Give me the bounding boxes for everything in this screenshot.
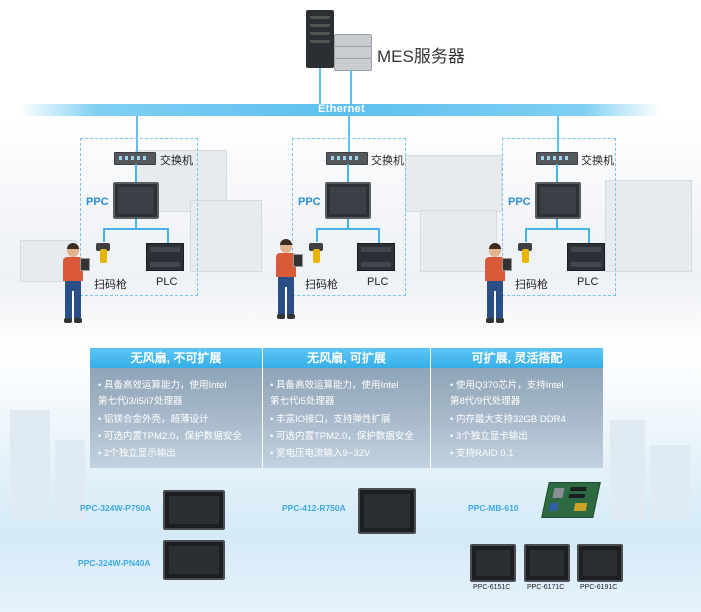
ethernet-label: Ethernet (318, 103, 366, 115)
connection-line (525, 228, 527, 242)
barcode-scanner-icon (518, 243, 532, 263)
station-box (502, 138, 616, 296)
city-building (610, 420, 645, 520)
plc-label: PLC (577, 276, 599, 288)
feature-item: • 铝镁合金外壳，超薄设计 (98, 414, 209, 425)
scanner-label: 扫码枪 (515, 279, 548, 291)
city-building (650, 445, 690, 520)
feature-item: 第七代i5处理器 (270, 396, 335, 407)
motherboard-image (541, 482, 601, 518)
product-label: PPC-324W-PN40A (78, 558, 151, 568)
connection-line (556, 219, 558, 229)
connection-line (103, 228, 105, 242)
product-panel-image (163, 540, 225, 580)
switch-label: 交换机 (581, 155, 614, 167)
feature-item: • 可选内置TPM2.0，保护数据安全 (98, 431, 242, 442)
factory-machine (605, 180, 692, 272)
barcode-scanner-icon (96, 243, 110, 263)
feature-item: • 3个独立显卡输出 (450, 431, 528, 442)
ppc-panel-icon (535, 182, 581, 219)
connection-line (556, 164, 558, 182)
product-label: PPC-412-R750A (282, 503, 346, 513)
feature-item: • 内存最大支持32GB DDR4 (450, 414, 566, 425)
scanner-label: 扫码枪 (305, 279, 338, 291)
connection-line (316, 228, 380, 230)
feature-title: 可扩展, 灵活搭配 (431, 348, 603, 368)
product-panel-image (358, 488, 416, 534)
feature-panel: 可扩展, 灵活搭配 (431, 348, 603, 468)
scanner-label: 扫码枪 (94, 279, 127, 291)
ppc-panel-icon (113, 182, 159, 219)
ethernet-drop (136, 116, 138, 152)
ethernet-drop (348, 116, 350, 152)
feature-item: • 使用Q370芯片，支持Intel (450, 380, 564, 391)
feature-panel: 无风扇, 可扩展 (263, 348, 430, 468)
ppc-label: PPC (508, 196, 531, 208)
connection-line (525, 228, 590, 230)
operator-figure (58, 243, 90, 324)
product-label: PPC-6151C (473, 584, 511, 591)
ppc-label: PPC (86, 196, 109, 208)
switch-label: 交换机 (371, 155, 404, 167)
connection-line (135, 164, 137, 182)
server-link (319, 68, 321, 106)
feature-title: 无风扇, 可扩展 (263, 348, 430, 368)
feature-panel: 无风扇, 不可扩展 (90, 348, 262, 468)
city-building (10, 410, 50, 520)
switch-label: 交换机 (160, 155, 193, 167)
product-label: PPC-6191C (580, 584, 618, 591)
ethernet-bus (20, 104, 660, 116)
plc-label: PLC (367, 276, 389, 288)
ppc-panel-icon (325, 182, 371, 219)
product-label: PPC-MB-610 (468, 503, 519, 513)
feature-title: 无风扇, 不可扩展 (90, 348, 262, 368)
product-label: PPC-324W-P750A (80, 503, 152, 513)
product-panel-image (163, 490, 225, 530)
feature-item: • 丰富IO接口，支持弹性扩展 (270, 414, 391, 425)
operator-figure (271, 239, 303, 320)
panel-divider (262, 348, 263, 468)
panel-divider (430, 348, 431, 468)
connection-line (378, 228, 380, 244)
server-link (350, 70, 352, 106)
ethernet-drop (557, 116, 559, 152)
connection-line (347, 164, 349, 182)
factory-machine (420, 210, 497, 272)
product-panel-image (577, 544, 623, 582)
plc-icon (146, 243, 184, 271)
product-panel-image (524, 544, 570, 582)
city-building (55, 440, 85, 520)
feature-item: • 支持RAID 0,1 (450, 448, 514, 459)
operator-figure (480, 243, 512, 324)
feature-item: • 具备高效运算能力，使用Intel (98, 380, 227, 391)
product-label: PPC-6171C (527, 584, 565, 591)
connection-line (135, 219, 137, 229)
connection-line (103, 228, 169, 230)
station-box (80, 138, 198, 296)
connection-line (167, 228, 169, 244)
factory-machine (405, 155, 502, 212)
plc-icon (357, 243, 395, 271)
feature-item: • 2个独立显示输出 (98, 448, 176, 459)
plc-label: PLC (156, 276, 178, 288)
feature-item: • 宽电压电流输入9~32V (270, 448, 371, 459)
station-box (292, 138, 406, 296)
feature-item: 第8代/9代处理器 (450, 396, 521, 407)
connection-line (347, 219, 349, 229)
feature-item: • 具备高效运算能力，使用Intel (270, 380, 399, 391)
connection-line (316, 228, 318, 242)
product-panel-image (470, 544, 516, 582)
mes-server-label: MES服务器 (377, 47, 465, 66)
feature-item: • 可选内置TPM2.0，保护数据安全 (270, 431, 414, 442)
connection-line (588, 228, 590, 244)
ppc-label: PPC (298, 196, 321, 208)
barcode-scanner-icon (309, 243, 323, 263)
factory-machine (190, 200, 262, 272)
plc-icon (567, 243, 605, 271)
feature-item: 第七代i3/i5/i7处理器 (98, 396, 183, 407)
